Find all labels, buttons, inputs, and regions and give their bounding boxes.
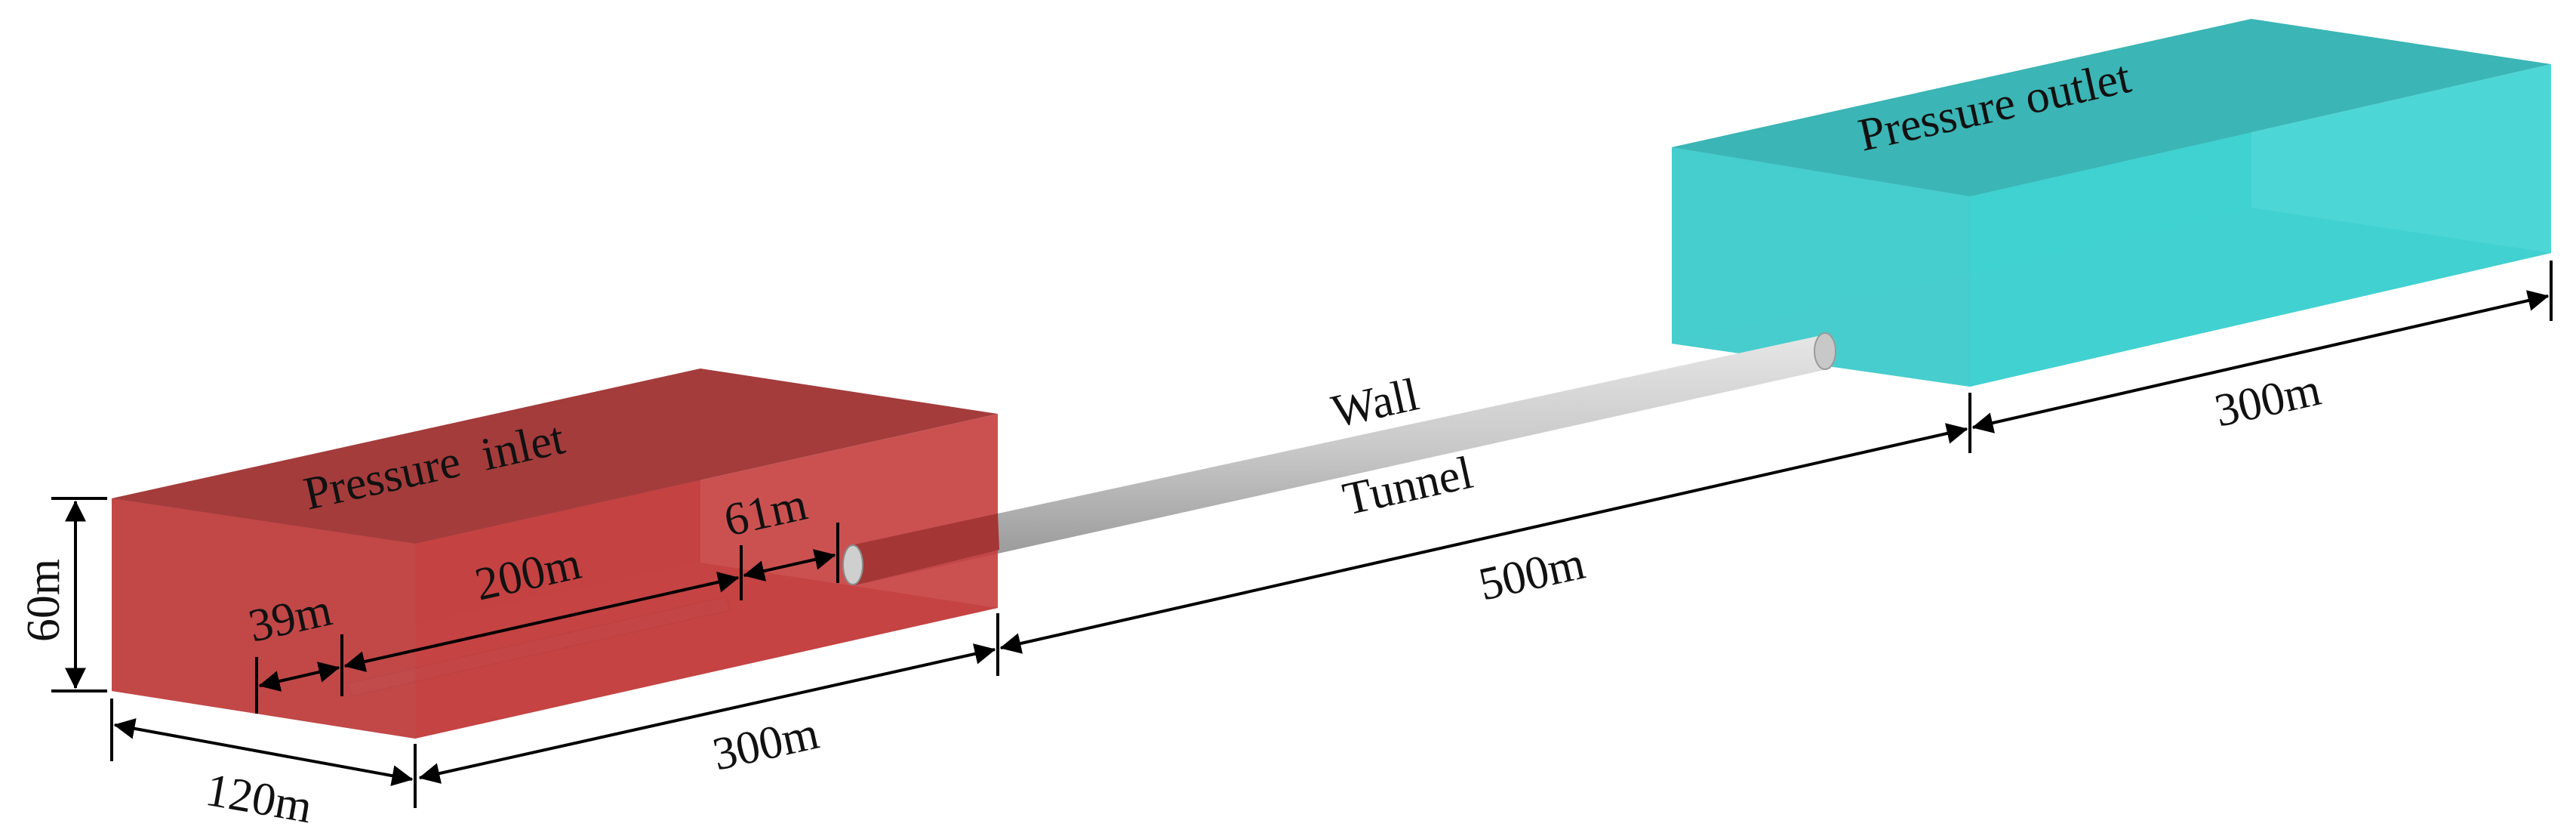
outlet-length-dim-label: 300m <box>2210 364 2325 437</box>
tunnel-length-dim-label: 500m <box>1474 538 1590 611</box>
gap-61-arrow <box>743 549 836 581</box>
train-200-arrow <box>343 572 740 672</box>
inlet-length-arrow <box>418 643 996 784</box>
outlet-top-face <box>1672 19 2551 196</box>
offset-39-arrow <box>258 662 340 692</box>
tunnel-end-cap <box>1814 332 1836 370</box>
inlet-top-face <box>112 369 998 544</box>
width-arrow <box>113 718 414 786</box>
outlet-left-face <box>1672 147 1970 387</box>
tunnel-length-arrow <box>999 423 1968 654</box>
outlet-length-arrow <box>1971 290 2550 433</box>
inlet-width-dim-label: 120m <box>202 764 316 833</box>
dimension-lines <box>51 261 2553 808</box>
tunnel-inside-inlet <box>851 514 999 585</box>
inlet-length-dim-label: 300m <box>708 708 823 781</box>
height-dim-label: 60m <box>18 559 69 642</box>
tunnel-entrance <box>842 544 863 585</box>
